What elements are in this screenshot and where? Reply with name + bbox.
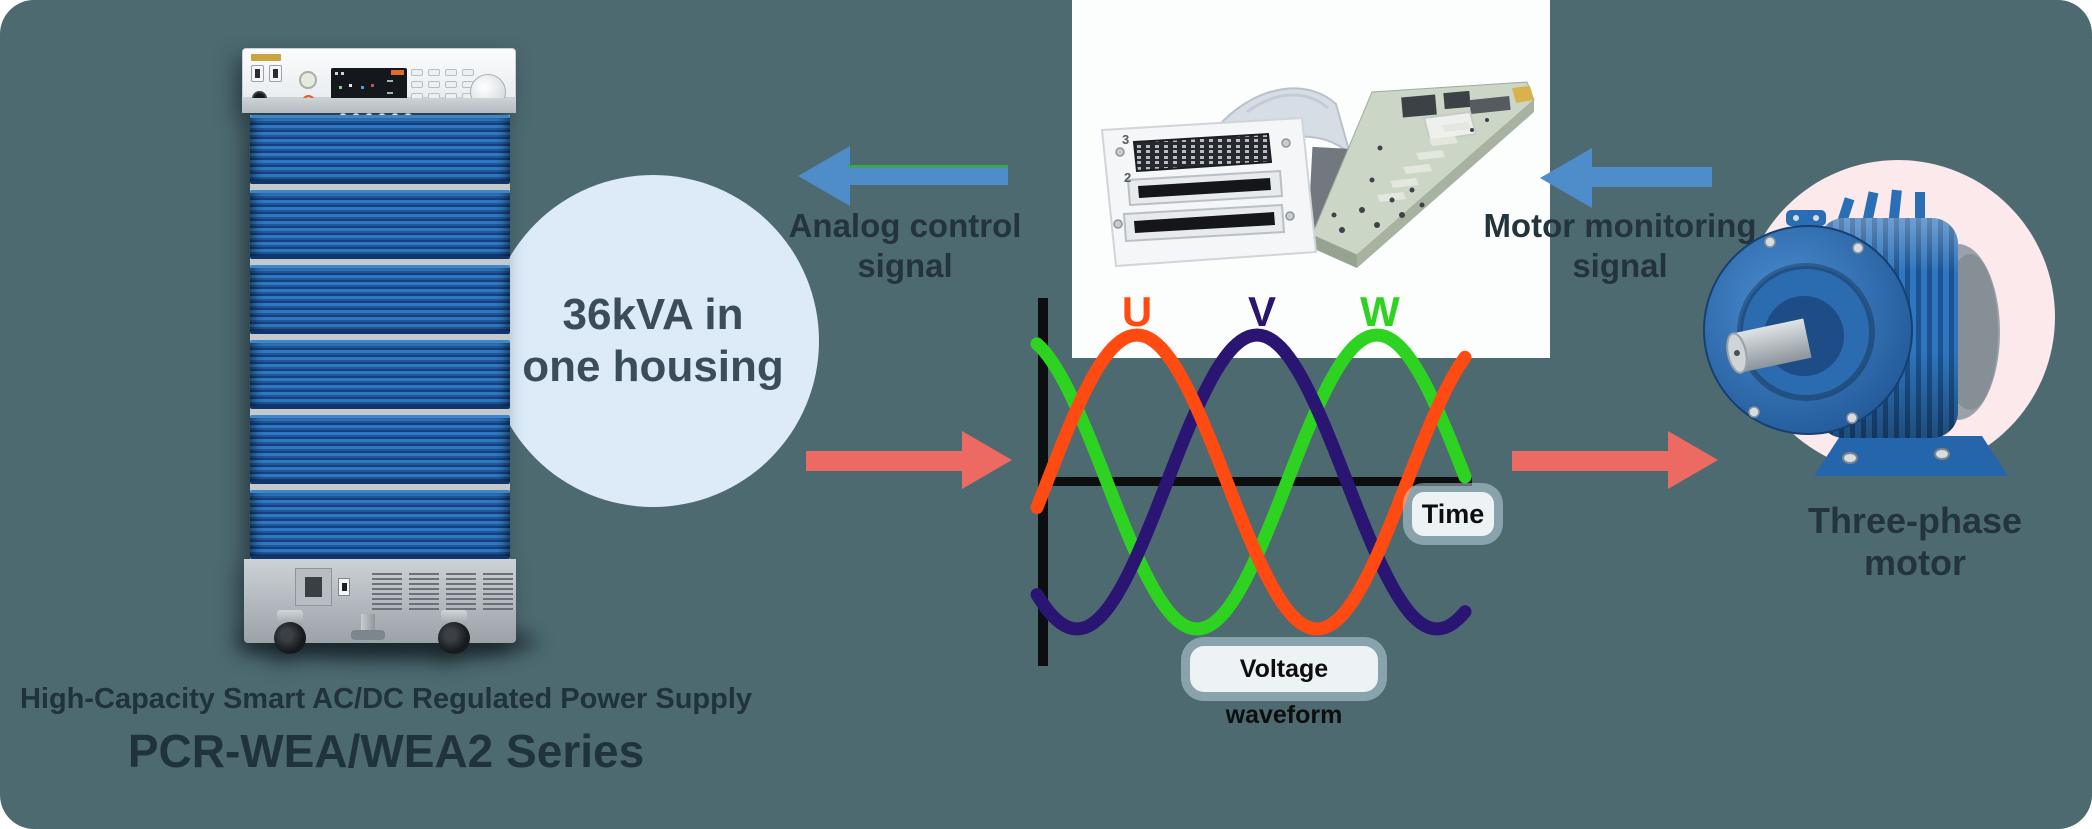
time-axis-label: Time — [1412, 492, 1494, 536]
heatsink-module — [250, 190, 510, 259]
base-switch-icon — [338, 578, 350, 596]
pcb-panel: 3 2 — [1072, 0, 1550, 358]
brand-label — [251, 54, 281, 61]
product-series-name: PCR-WEA/WEA2 Series — [127, 725, 645, 777]
usb-port-icon — [251, 65, 264, 82]
pcb-port-number-3: 3 — [1122, 132, 1129, 147]
leveling-foot — [348, 614, 388, 640]
display-pixel — [361, 86, 364, 89]
output-arrow-left — [806, 451, 966, 471]
wave-W — [1030, 328, 1472, 636]
monitor-signal-arrowhead-icon — [1540, 148, 1592, 208]
analog-control-signal-label: Analog control signal — [780, 206, 1030, 287]
product-description: High-Capacity Smart AC/DC Regulated Powe… — [19, 683, 753, 715]
monitor-label-line2: signal — [1572, 247, 1668, 285]
analog-signal-arrowhead-icon — [798, 146, 850, 206]
caster-wheel-left — [268, 610, 312, 654]
wave-V — [1030, 328, 1472, 636]
cabinet-base — [244, 559, 516, 643]
heatsink-module — [250, 490, 510, 559]
output-arrow-right — [1512, 451, 1672, 471]
pcb-port-number-2: 2 — [1124, 170, 1131, 185]
analog-signal-arrow — [848, 165, 1008, 185]
ventilation-grilles — [372, 570, 513, 610]
front-control-panel — [242, 48, 516, 121]
base-connector-plate — [295, 568, 332, 606]
function-key-grid — [411, 69, 474, 100]
three-phase-motor-illustration — [1703, 160, 2055, 476]
chart-x-axis — [1042, 477, 1472, 486]
display-pixel — [387, 92, 393, 94]
housing-capacity-text: 36kVA in one housing — [522, 289, 784, 393]
display-pixel — [371, 84, 374, 87]
display-pixel — [341, 72, 344, 75]
monitor-signal-arrow — [1590, 167, 1712, 187]
housing-capacity-circle: 36kVA in one housing — [487, 175, 819, 507]
motor-monitoring-signal-label: Motor monitoring signal — [1480, 206, 1760, 287]
display-pixel — [339, 86, 342, 89]
cabinet-body — [228, 36, 532, 668]
output-arrowhead-left-icon — [962, 431, 1012, 489]
analog-label-line1: Analog control — [788, 207, 1022, 244]
three-phase-waves — [1030, 328, 1472, 636]
display-pixel — [349, 84, 352, 87]
pcb-board-illustration: 3 2 — [1100, 81, 1535, 268]
display-alarm-badge — [391, 70, 404, 75]
heatsink-module — [250, 340, 510, 409]
product-caption: High-Capacity Smart AC/DC Regulated Powe… — [0, 683, 772, 778]
three-phase-motor-label: Three-phase motor — [1807, 500, 2023, 583]
analog-label-line2: signal — [857, 247, 953, 285]
power-button-icon — [299, 71, 317, 89]
wave-U — [1030, 328, 1472, 636]
output-arrowhead-right-icon — [1668, 431, 1718, 489]
monitor-label-line1: Motor monitoring — [1483, 207, 1757, 244]
phase-u-label: U — [1121, 288, 1153, 335]
heatsink-module — [250, 265, 510, 334]
heatsink-module-stack — [250, 115, 510, 559]
caster-wheel-right — [432, 610, 476, 654]
housing-capacity-line2: one housing — [522, 342, 784, 391]
phase-v-label: V — [1247, 288, 1276, 335]
heatsink-module — [250, 415, 510, 484]
housing-capacity-line1: 36kVA in — [562, 290, 744, 340]
panel-lower-strip — [242, 98, 516, 113]
heatsink-module — [250, 115, 510, 184]
memory-slot-icon — [269, 65, 282, 82]
display-pixel — [335, 72, 338, 75]
power-supply-unit — [228, 36, 538, 676]
display-pixel — [387, 80, 393, 82]
phase-w-label: W — [1360, 288, 1400, 335]
voltage-waveform-label: Voltage waveform — [1190, 646, 1378, 729]
voltage-waveform-chart — [1030, 298, 1472, 666]
